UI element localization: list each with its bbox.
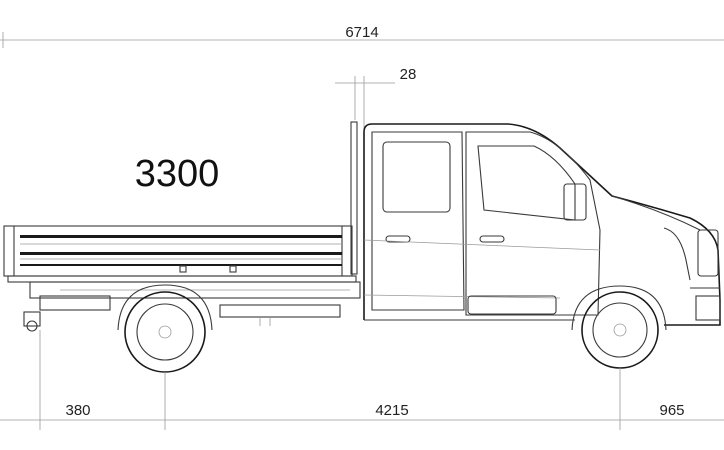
rear-overhang-label: 380 xyxy=(65,402,90,419)
cab-gap-label: 28 xyxy=(400,66,417,83)
cab-gap-dimension: 28 xyxy=(335,66,416,130)
overall-length-dimension: 6714 xyxy=(0,24,724,48)
wheelbase-label: 4215 xyxy=(375,402,408,419)
body-length-label: 3300 xyxy=(135,153,220,195)
front-overhang-label: 965 xyxy=(659,402,684,419)
tipper-body xyxy=(3,121,358,283)
overall-length-label: 6714 xyxy=(345,24,378,41)
crew-cab xyxy=(363,123,721,326)
front-wheel xyxy=(571,285,667,369)
rear-wheel xyxy=(117,284,213,373)
chassis-frame xyxy=(23,281,361,332)
bottom-dimension-chain: 380 4215 965 xyxy=(0,330,724,430)
